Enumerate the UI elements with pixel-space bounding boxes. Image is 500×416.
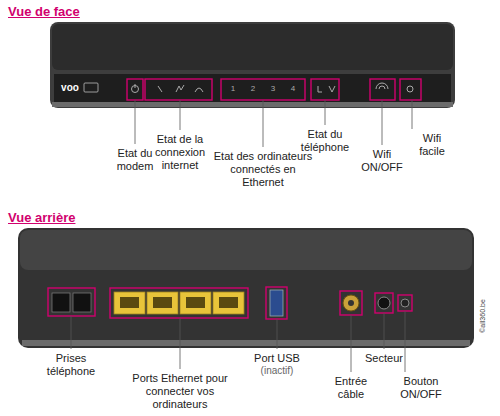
rear-leader-lines — [71, 311, 405, 372]
cable-input-core — [348, 300, 354, 306]
ethernet-port-holes — [120, 297, 238, 308]
highlight-boxes — [127, 79, 421, 100]
brand-logo: voo — [58, 82, 82, 94]
modem-rear-base — [22, 340, 470, 346]
modem-body — [50, 22, 455, 108]
front-panel — [54, 74, 451, 102]
watermark: ©all360.be — [479, 281, 487, 351]
part-label: Bouton ON/OFF — [394, 375, 448, 401]
part-label: Wifi ON/OFF — [356, 148, 408, 174]
part-label: Etat de la connexion internet — [140, 133, 220, 172]
modem-top — [52, 24, 453, 70]
part-label: Secteur — [360, 352, 408, 365]
part-note: (inactif) — [244, 365, 310, 377]
power-socket — [378, 297, 390, 309]
part-label: Prises téléphone — [39, 352, 103, 378]
phone-jacks — [52, 293, 91, 312]
part-label: Etat des ordinateurs connectés en Ethern… — [210, 150, 316, 189]
usb-port — [270, 290, 283, 316]
port-number: 4 — [286, 84, 300, 94]
part-label: Entrée câble — [328, 375, 374, 401]
part-label: Etat du téléphone — [293, 128, 357, 154]
port-number: 2 — [246, 84, 260, 94]
view-heading: Vue arrière — [8, 210, 158, 226]
modem-rear-body — [18, 228, 474, 348]
power-button — [401, 299, 409, 307]
rear-highlight-boxes — [48, 287, 412, 319]
modem-base — [52, 102, 453, 107]
port-number: 3 — [266, 84, 280, 94]
part-label: Ports Ethernet pour connecter vos ordina… — [122, 372, 238, 411]
part-label: Port USB — [244, 352, 310, 365]
part-label: Wifi facile — [410, 132, 454, 158]
cable-input — [343, 295, 359, 311]
ethernet-ports — [114, 292, 244, 314]
wifi-badge — [84, 83, 98, 92]
modem-rear-top — [20, 230, 472, 270]
view-heading: Vue de face — [8, 4, 158, 20]
port-number: 1 — [226, 84, 240, 94]
